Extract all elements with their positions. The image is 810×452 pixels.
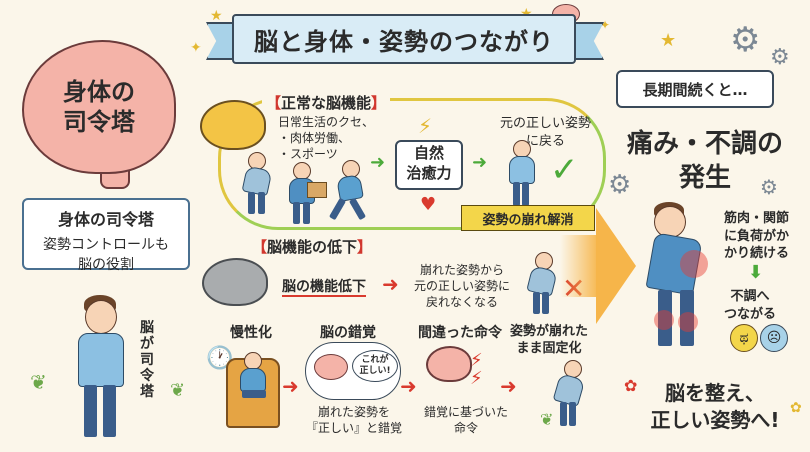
fixed-slouch-person-illustration	[552, 358, 586, 428]
brain-caption: 身体の 司令塔	[63, 78, 135, 136]
role-note-line1: 姿勢コントロールも	[43, 237, 169, 253]
role-note-line2: 脳の役割	[78, 257, 134, 273]
illusion-caption-line: 崩れた姿勢を	[318, 405, 391, 419]
lightning-icon: ⚡	[418, 114, 433, 138]
normal-section-label: 【正常な脳機能】	[262, 92, 391, 113]
flower-icon: ✿	[790, 400, 802, 416]
standing-person-illustration	[70, 295, 130, 445]
lifting-box-person-illustration	[285, 162, 329, 224]
role-note: 身体の司令塔 姿勢コントロールも 脳の役割	[22, 198, 190, 273]
illusion-caption: 崩れた姿勢を 『正しい』と錯覚	[306, 404, 402, 436]
speech-text: これが 正しい!	[359, 355, 391, 376]
arrow-down-icon: ⬇	[748, 262, 764, 283]
gear-icon: ⚙	[608, 170, 632, 200]
habits-text: 日常生活のクセ、 ・肉体労働、 ・スポーツ	[278, 114, 374, 163]
slouched-person-illustration	[525, 250, 558, 316]
connect-text-line: つながる	[724, 306, 777, 322]
pain-heading-line: 発生	[678, 162, 731, 193]
step-label-wrong-command: 間違った命令	[418, 325, 502, 341]
posture-resolved-tag: 姿勢の崩れ解消	[461, 205, 595, 231]
speech-bubble: これが 正しい!	[352, 350, 398, 382]
leaf-icon: ❦	[540, 410, 554, 429]
wrong-command-caption-line: 錯覚に基づいた	[424, 405, 509, 419]
posture-return-line: 元の正しい姿勢	[500, 116, 592, 131]
arrow-right-icon: ➜	[500, 374, 517, 398]
brain-icon	[200, 100, 266, 150]
bent-person-illustration	[241, 152, 273, 214]
habit-line: 日常生活のクセ、	[278, 115, 375, 129]
running-person-illustration	[328, 160, 370, 221]
sparkle-icon: ✦	[600, 18, 611, 32]
arrow-right-icon: ➜	[400, 374, 417, 398]
star-icon: ★	[660, 30, 677, 51]
natural-healing-box: 自然 治癒力	[395, 140, 463, 190]
decline-text: 脳の機能低下	[282, 279, 366, 297]
arrow-right-icon: ➜	[472, 152, 488, 173]
habit-line: ・肉体労働、	[278, 131, 351, 146]
role-note-heading: 身体の司令塔	[57, 210, 154, 229]
sparkle-icon: ✦	[190, 40, 202, 56]
page-title: 脳と身体・姿勢のつながり	[232, 14, 576, 64]
brain-commander-vertical-text: 脳が司令塔	[140, 320, 154, 401]
posture-return-line: に戻る	[526, 133, 566, 149]
closing-message-line: 正しい姿勢へ!	[650, 408, 780, 432]
transition-arrow-shaft	[560, 235, 600, 297]
closing-message-line: 脳を整え、	[665, 381, 765, 405]
gray-brain-icon	[202, 258, 268, 306]
star-icon: ★	[210, 8, 223, 24]
checkmark-icon: ✓	[550, 150, 579, 190]
gear-icon: ⚙	[730, 20, 761, 60]
connect-text: 不調へ つながる	[724, 288, 776, 323]
gear-icon: ⚙	[760, 175, 778, 199]
load-text-line: かり続ける	[724, 246, 790, 262]
upright-person-illustration	[506, 140, 536, 206]
cannot-return-line: 元の正しい姿勢に	[414, 279, 511, 294]
arrow-right-icon: ➜	[282, 374, 299, 398]
wrong-command-caption: 錯覚に基づいた 命令	[424, 404, 508, 436]
pain-heading: 痛み・不調の 発生	[616, 128, 794, 196]
arrow-right-icon: ➜	[370, 152, 386, 173]
leaf-icon: ❦	[170, 380, 186, 401]
duration-text: 長期間続くと…	[642, 80, 748, 99]
person-in-pain-illustration	[640, 200, 720, 350]
posture-return-text: 元の正しい姿勢 に戻る	[500, 115, 591, 150]
step-label-fixed: 姿勢が崩れた まま固定化	[510, 324, 589, 356]
brain-illustration: 身体の 司令塔	[22, 40, 176, 174]
normal-cycle-frame	[218, 98, 606, 230]
sad-face-icon: ☹	[760, 324, 788, 352]
habit-line: ・スポーツ	[278, 147, 338, 162]
step-label-chronic: 慢性化	[230, 325, 272, 341]
decline-section-label: 【脳機能の低下】	[252, 238, 373, 256]
wrong-command-caption-line: 命令	[454, 421, 479, 436]
cannot-return-text: 崩れた姿勢から 元の正しい姿勢に 戻れなくなる	[414, 262, 510, 311]
natural-healing-text: 自然 治癒力	[406, 144, 452, 182]
leaf-icon: ❦	[30, 370, 47, 394]
sitting-person-illustration	[236, 352, 270, 412]
zigzag-arrow-icon: ⚡⚡	[470, 350, 483, 389]
crying-face-icon: ಥ	[730, 324, 758, 352]
brain-icon	[314, 354, 348, 380]
heart-icon: ♥	[420, 194, 437, 215]
brain-icon	[426, 346, 472, 382]
closing-message: 脳を整え、 正しい姿勢へ!	[630, 380, 800, 434]
connect-text-line: 不調へ	[730, 289, 770, 304]
transition-arrow-icon	[596, 208, 636, 324]
cannot-return-line: 戻れなくなる	[426, 295, 499, 310]
load-text: 筋肉・関節 に負荷がか かり続ける	[724, 210, 789, 263]
duration-box: 長期間続くと…	[616, 70, 774, 108]
load-text-line: 筋肉・関節	[724, 211, 790, 226]
illusion-caption-line: 『正しい』と錯覚	[306, 421, 403, 436]
arrow-right-icon: ➜	[382, 272, 399, 296]
pain-heading-line: 痛み・不調の	[626, 129, 783, 159]
load-text-line: に負荷がか	[724, 228, 790, 244]
cannot-return-line: 崩れた姿勢から	[420, 263, 505, 277]
step-label-illusion: 脳の錯覚	[320, 325, 376, 341]
flower-icon: ✿	[624, 376, 638, 395]
gear-icon: ⚙	[770, 45, 790, 70]
